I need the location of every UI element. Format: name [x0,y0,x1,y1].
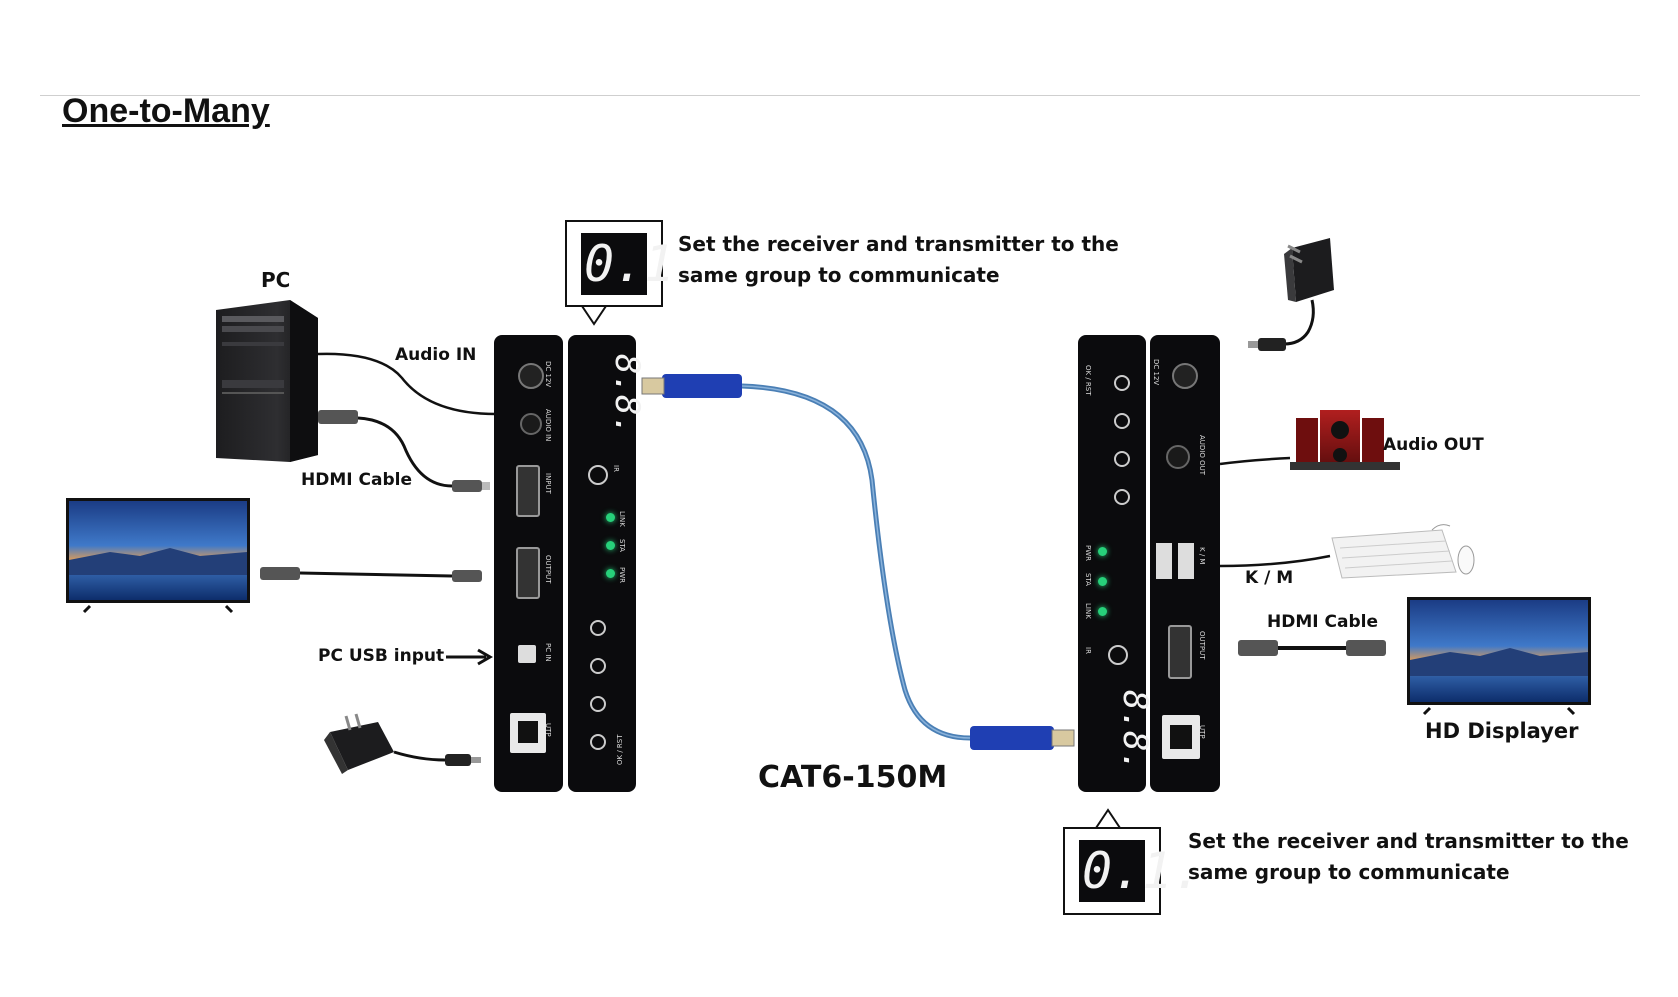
transmitter-led-display: 8.8. [606,354,647,436]
header-divider [40,95,1640,96]
label-pwr: PWR [618,567,626,584]
rx-port-label-dc: DC 12V [1152,359,1160,386]
rx-dc-jack [1172,363,1198,389]
rx-ir-sensor [1108,645,1128,665]
label-audio-out: Audio OUT [1383,435,1484,455]
rx-port-label-utp: UTP [1198,725,1206,739]
usb-port-2 [1178,543,1194,579]
group-callout-bottom [1063,808,1161,915]
transmitter-back-panel: DC 12V AUDIO IN INPUT OUTPUT PC IN UTP [494,335,563,792]
source-monitor-icon [66,498,250,614]
port-label-dc: DC 12V [544,361,552,388]
usb-port-1 [1156,543,1172,579]
note-top-line-2: same group to communicate [678,263,1000,287]
label-hdmi-cable-left: HDMI Cable [301,470,412,490]
down-button[interactable] [590,696,606,712]
audio-in-jack [520,413,542,435]
rx-port-label-output: OUTPUT [1198,631,1206,660]
rx-back-button[interactable] [1114,489,1130,505]
usb-arrow [446,648,493,666]
power-adapter-left-icon [324,713,481,774]
up-button[interactable] [590,658,606,674]
rx-led-sta [1098,577,1107,586]
rx-down-button[interactable] [1114,451,1130,467]
ok-rst-button[interactable] [590,734,606,750]
rx-utp-port [1162,715,1200,759]
label-ir: IR [612,465,620,472]
label-cable-type: CAT6-150M [758,760,948,795]
note-bottom-line-1: Set the receiver and transmitter to the [1188,829,1629,853]
label-ok-rst: OK / RST [616,734,624,766]
audio-in-cable [317,352,497,416]
hd-displayer-icon [1407,597,1591,716]
hdmi-output-cable [260,567,482,582]
label-hd-displayer: HD Displayer [1425,719,1579,743]
note-bottom: Set the receiver and transmitter to the … [1188,826,1629,888]
rx-port-label-audio-out: AUDIO OUT [1198,435,1206,476]
km-cable [1219,554,1331,568]
note-top-line-1: Set the receiver and transmitter to the [678,232,1119,256]
hdmi-display-cable [1238,640,1386,656]
pc-tower-icon [216,300,318,462]
rx-audio-out-jack [1166,445,1190,469]
label-hdmi-cable-right: HDMI Cable [1267,612,1378,632]
audio-out-cable [1219,456,1291,466]
label-rx-link: LINK [1084,603,1092,619]
label-pc: PC [261,268,291,292]
label-km: K / M [1245,568,1294,588]
ir-sensor [588,465,608,485]
speakers-icon [1290,410,1400,470]
led-pwr [606,569,615,578]
group-display-bottom: 0.1. [1082,842,1203,900]
receiver-back-panel: DC 12V AUDIO OUT K / M OUTPUT UTP [1150,335,1220,792]
page-title: One-to-Many [62,92,270,130]
utp-port [510,713,546,753]
port-label-pc-in: PC IN [544,643,552,662]
label-rx-ok-rst: OK / RST [1084,365,1092,396]
rx-port-label-km: K / M [1198,547,1206,565]
usb-b-port [518,645,536,663]
rx-ok-button[interactable] [1114,375,1130,391]
label-rx-sta: STA [1084,573,1092,586]
group-callout-top [565,220,663,326]
note-top: Set the receiver and transmitter to the … [678,229,1119,291]
label-rx-pwr: PWR [1084,545,1092,562]
hdmi-input-cable [318,410,490,492]
port-label-audio-in: AUDIO IN [544,409,552,442]
rx-led-pwr [1098,547,1107,556]
led-link [606,513,615,522]
note-bottom-line-2: same group to communicate [1188,860,1510,884]
receiver-front-panel: OK / RST PWR STA LINK IR 8.8. [1078,335,1155,792]
rx-hdmi-output-port [1168,625,1192,679]
receiver-led-display: 8.8. [1114,690,1155,772]
dc-jack [518,363,544,389]
cat6-cable [641,374,1075,750]
rx-up-button[interactable] [1114,413,1130,429]
label-audio-in: Audio IN [395,345,477,365]
back-button[interactable] [590,620,606,636]
transmitter-front-panel: 8.8. IR LINK STA PWR OK / RST [568,335,647,792]
power-adapter-right-icon [1248,238,1334,351]
group-display-top: 0.1. [584,235,705,293]
label-link: LINK [618,511,626,527]
port-label-utp: UTP [544,723,552,737]
keyboard-mouse-icon [1331,524,1475,579]
port-label-input: INPUT [544,473,552,494]
port-label-output: OUTPUT [544,555,552,584]
label-pc-usb-input: PC USB input [318,646,445,666]
led-sta [606,541,615,550]
hdmi-output-port [516,547,540,599]
hdmi-input-port [516,465,540,517]
label-sta: STA [618,539,626,552]
rx-led-link [1098,607,1107,616]
label-rx-ir: IR [1084,647,1092,654]
